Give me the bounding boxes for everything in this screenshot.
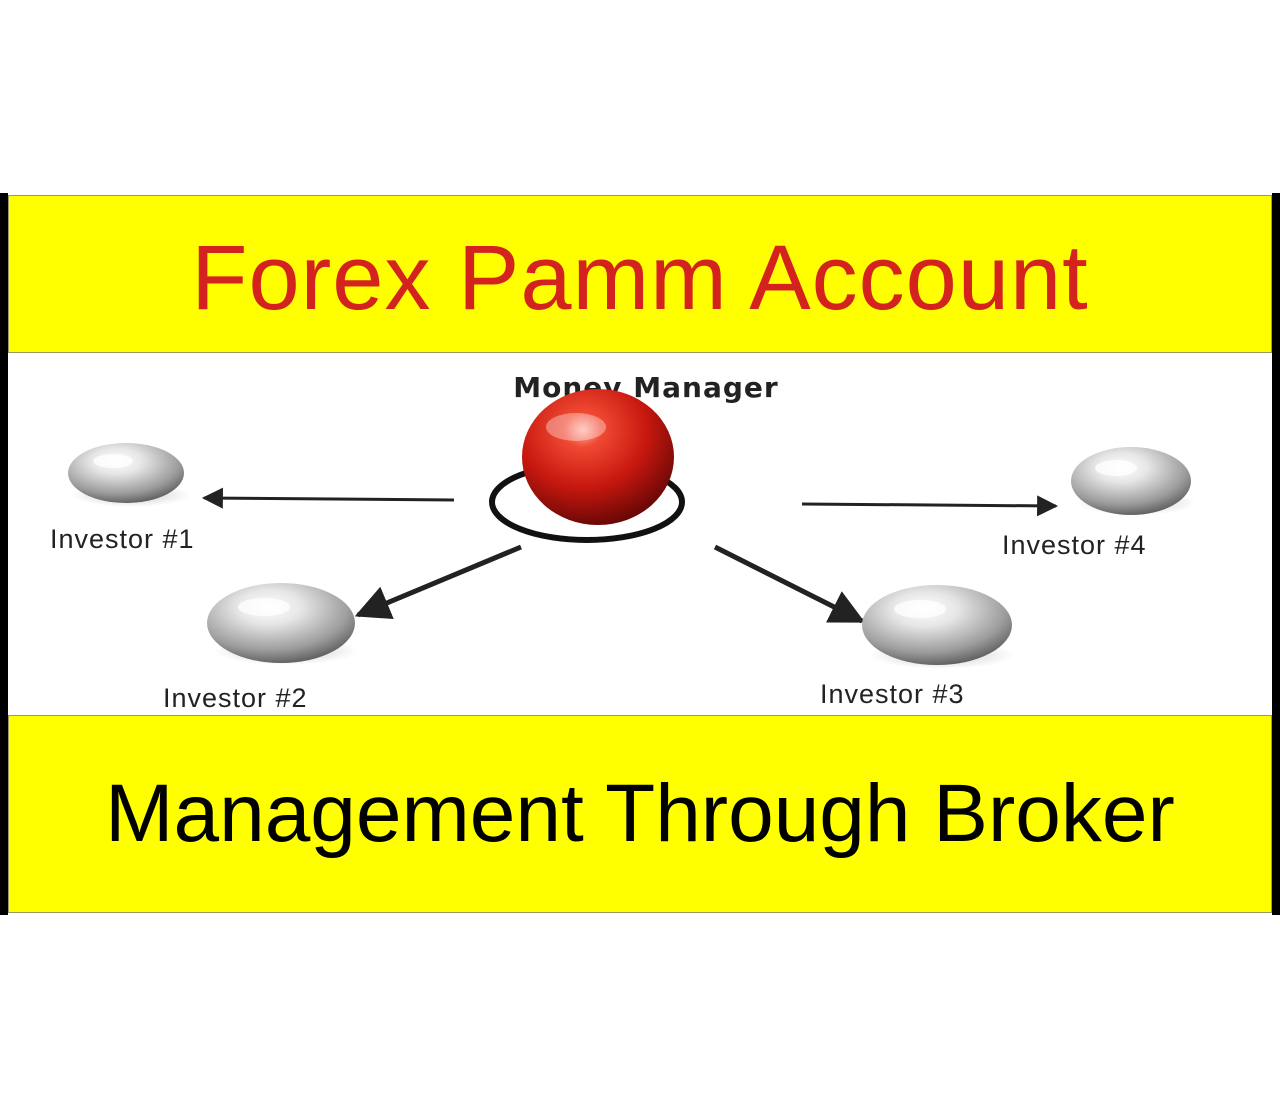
investor-1-label: Investor #1 <box>50 524 195 554</box>
diagram-svg: Money Manager Investor #1 <box>50 371 1196 713</box>
investor-4-sphere <box>1071 447 1191 515</box>
manager-sphere <box>522 389 674 525</box>
investor-3-label: Investor #3 <box>820 679 965 709</box>
investor-2-node: Investor #2 <box>163 583 358 713</box>
investor-1-sphere <box>68 443 184 503</box>
investor-1-highlight <box>93 454 133 468</box>
investor-1-node: Investor #1 <box>50 443 195 554</box>
investor-3-highlight <box>894 600 946 618</box>
investor-4-node: Investor #4 <box>1002 447 1196 560</box>
manager-sphere-highlight <box>546 413 606 441</box>
title-management-through-broker: Management Through Broker <box>105 768 1175 859</box>
money-manager-node <box>489 389 685 543</box>
arrow-to-investor-1 <box>201 487 455 509</box>
bottom-banner: Management Through Broker <box>8 715 1272 913</box>
title-forex-pamm-account: Forex Pamm Account <box>191 226 1089 329</box>
money-manager-label: Money Manager <box>513 371 778 404</box>
right-border <box>1272 193 1280 915</box>
investor-3-node: Investor #3 <box>820 585 1014 709</box>
pamm-diagram: Money Manager Investor #1 <box>8 353 1272 715</box>
investor-4-highlight <box>1095 460 1137 476</box>
investor-2-label: Investor #2 <box>163 683 308 713</box>
left-border <box>0 193 8 915</box>
arrow-to-investor-3 <box>713 544 866 624</box>
top-banner: Forex Pamm Account <box>8 195 1272 353</box>
investor-2-sphere <box>207 583 355 663</box>
investor-2-highlight <box>238 598 290 616</box>
investor-3-sphere <box>862 585 1012 665</box>
arrow-to-investor-2 <box>354 544 522 620</box>
arrow-to-investor-4 <box>801 495 1059 517</box>
investor-4-label: Investor #4 <box>1002 530 1147 560</box>
